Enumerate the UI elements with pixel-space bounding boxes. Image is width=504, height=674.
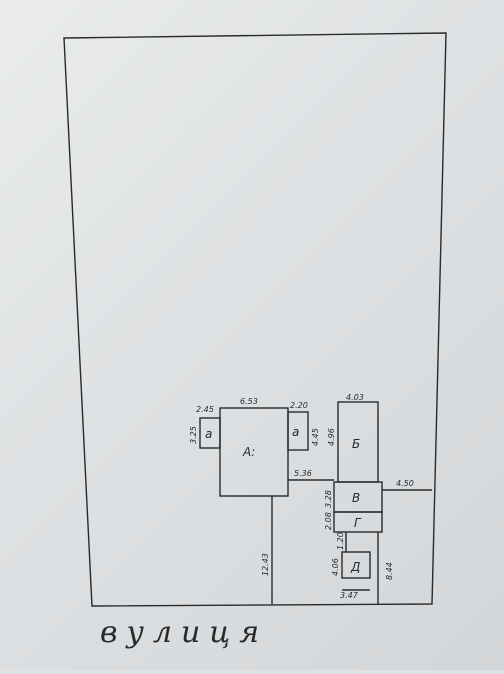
dim-445: 4.45 <box>311 428 320 446</box>
dim-328: 3.28 <box>324 490 333 508</box>
label-g: Г <box>354 516 362 530</box>
street-label: вулиця <box>100 615 268 650</box>
dim-844: 8.44 <box>385 562 394 580</box>
dim-245: 2.45 <box>196 405 214 414</box>
label-main-house: А: <box>242 445 255 459</box>
dim-403: 4.03 <box>346 393 364 402</box>
dim-653: 6.53 <box>240 397 258 406</box>
dim-406: 4.06 <box>331 558 340 576</box>
plot-boundary <box>63 32 447 607</box>
label-v: В <box>352 491 360 505</box>
dim-347: 3.47 <box>340 591 359 600</box>
annex-a-left <box>199 417 221 449</box>
dim-1243: 12.43 <box>261 553 270 576</box>
dim-536: 5.36 <box>294 469 312 478</box>
dim-496: 4.96 <box>327 428 336 446</box>
building-d <box>341 551 371 579</box>
label-d: Д <box>350 560 360 574</box>
building-a-main <box>219 407 289 497</box>
dim-208: 2.08 <box>324 512 333 530</box>
label-b: Б <box>352 437 360 451</box>
dim-220: 2.20 <box>290 401 308 410</box>
label-a-left: a <box>205 427 212 441</box>
label-a-right: a <box>292 425 299 439</box>
annex-a-right <box>287 411 309 451</box>
dim-120: 1.20 <box>336 532 345 550</box>
dim-450: 4.50 <box>396 479 414 488</box>
building-g <box>333 511 383 533</box>
dim-325: 3.25 <box>189 426 198 444</box>
